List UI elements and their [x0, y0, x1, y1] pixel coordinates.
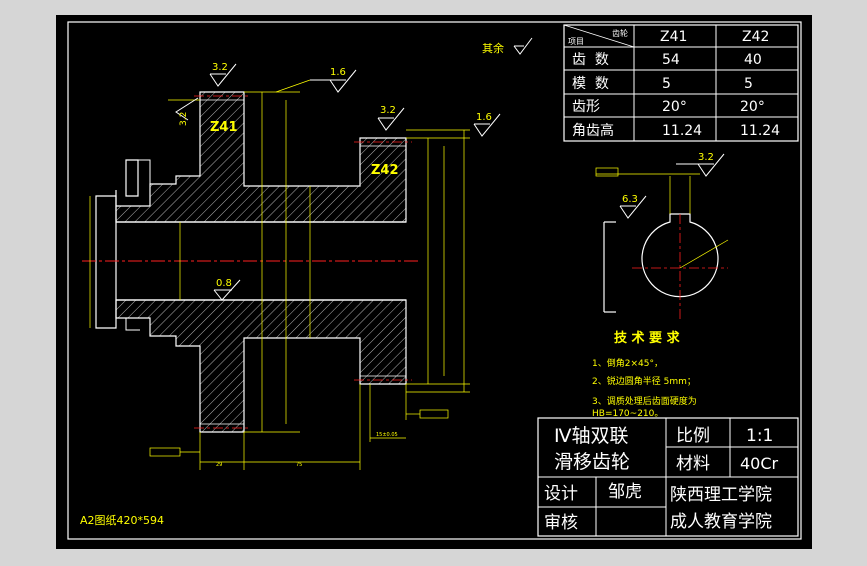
designer-label: 设计 [544, 484, 578, 504]
school-line2: 成人教育学院 [670, 512, 772, 532]
left-flange [95, 195, 117, 329]
technical-requirements: 技 术 要 求 1、倒角2×45°， 2、锐边圆角半径 5mm； 3、调质处理后… [592, 330, 697, 419]
svg-text:15±0.05: 15±0.05 [376, 432, 398, 438]
roughness-symbol-left: 3.2 [175, 97, 199, 126]
table-cell: 5 [744, 76, 753, 92]
gear-label-z41: Z41 [210, 120, 238, 135]
section-view: 29 75 15±0.05 [82, 91, 470, 470]
table-row-label: 齿 数 [572, 52, 609, 68]
sheet-size-label: A2图纸420*594 [80, 514, 164, 527]
roughness-value: 3.2 [698, 152, 714, 163]
part-name-line2: 滑移齿轮 [554, 451, 630, 473]
svg-text:29: 29 [216, 462, 222, 468]
table-cell: 20° [740, 99, 765, 115]
roughness-value: 1.6 [330, 67, 346, 78]
material-label: 材料 [676, 454, 710, 474]
table-cell: 54 [662, 52, 680, 68]
length-dimensions [199, 384, 407, 470]
school-line1: 陕西理工学院 [670, 485, 772, 505]
roughness-value: 3.2 [380, 105, 396, 116]
diameter-dimensions [89, 91, 470, 433]
tech-req-item: HB=170~210。 [592, 409, 663, 419]
table-row-label: 齿形 [572, 99, 600, 115]
table-cell: 5 [662, 76, 671, 92]
tech-req-item: 1、倒角2×45°， [592, 357, 663, 369]
title-block: Ⅳ轴双联 滑移齿轮 比例 1:1 材料 40Cr 设计 邹虎 审核 陕西理工学院… [537, 417, 799, 537]
roughness-symbol-z42-top: 3.2 [377, 105, 405, 131]
tech-req-title: 技 术 要 求 [614, 330, 681, 346]
table-cell: 11.24 [740, 123, 780, 139]
sheet [56, 15, 812, 549]
gear-section-upper [115, 91, 407, 223]
table-cell: 20° [662, 99, 687, 115]
roughness-value: 3.2 [212, 62, 228, 73]
table-row-label: 角齿高 [572, 122, 614, 139]
table-row-label: 模 数 [572, 76, 609, 92]
dim-texts: 29 75 15±0.05 [216, 432, 398, 468]
scale-value: 1:1 [746, 426, 773, 446]
roughness-value: 1.6 [476, 112, 492, 123]
designer-value: 邹虎 [608, 482, 642, 502]
roughness-value: 0.8 [216, 278, 232, 289]
material-value: 40Cr [740, 454, 779, 473]
tech-req-item: 3、调质处理后齿面硬度为 [592, 395, 697, 407]
roughness-symbols: 3.2 1.6 3.2 1.6 3.2 0.8 [175, 37, 725, 301]
gear-parameter-table: 齿轮 项目 Z41 Z42 齿 数 54 40 模 数 5 5 齿形 20° 2… [563, 24, 799, 142]
sheet-frame [67, 21, 802, 540]
roughness-value: 3.2 [179, 112, 189, 126]
roughness-symbol-rest: 其余 [482, 37, 533, 55]
table-col-header: Z42 [742, 29, 769, 45]
keyway-section [595, 167, 729, 320]
roughness-value: 6.3 [622, 194, 638, 205]
table-cell: 40 [744, 52, 762, 68]
part-name-line1: Ⅳ轴双联 [554, 425, 629, 447]
scale-label: 比例 [676, 426, 710, 446]
table-header-top-right: 齿轮 [612, 28, 628, 38]
shift-groove [125, 159, 139, 197]
table-cell: 11.24 [662, 123, 702, 139]
roughness-symbol-top-left: 3.2 [209, 62, 237, 87]
gear-label-z42: Z42 [371, 163, 399, 178]
groove-top [138, 159, 151, 184]
svg-text:75: 75 [296, 462, 302, 468]
groove-bottom [125, 318, 140, 331]
roughness-symbol-keyway: 6.3 [619, 194, 647, 219]
roughness-symbol-bore: 0.8 [213, 278, 241, 301]
roughness-symbol-section-top: 3.2 [676, 152, 725, 177]
table-header-bottom-left: 项目 [568, 37, 584, 46]
roughness-symbol-top-mid: 1.6 [275, 67, 357, 93]
table-col-header: Z41 [660, 29, 687, 45]
roughness-symbol-z42-right: 1.6 [473, 112, 501, 137]
roughness-rest-label: 其余 [482, 41, 504, 55]
tech-req-item: 2、锐边圆角半径 5mm； [592, 375, 696, 387]
reviewer-label: 审核 [544, 513, 578, 533]
